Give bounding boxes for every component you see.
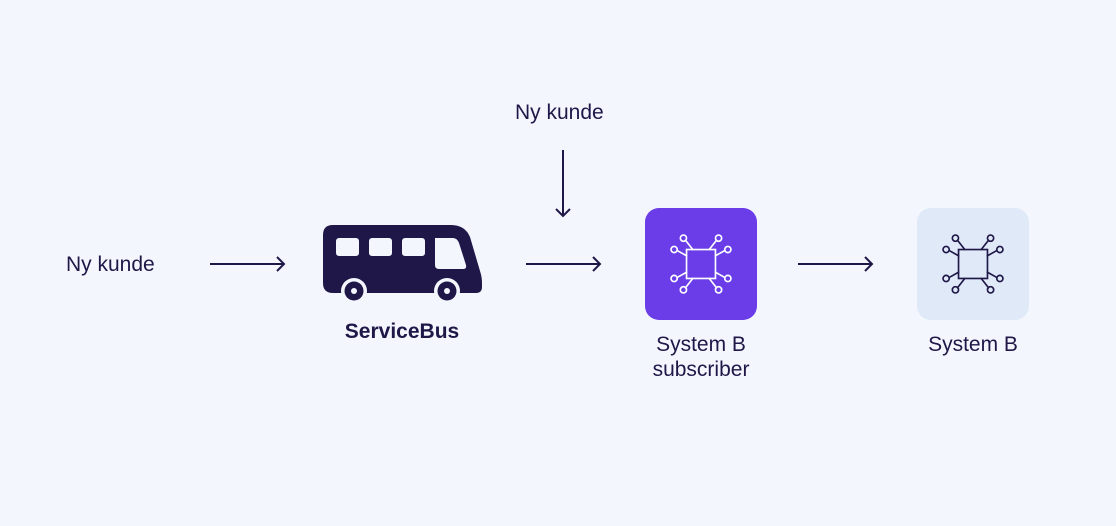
arrow-bus-to-subscriber [526,256,602,272]
subscriber-label-line1: System B [656,333,746,356]
circuit-chip-icon [670,234,732,294]
circuit-chip-icon [942,234,1004,294]
arrow-source-to-bus [210,256,286,272]
system-b-tile [917,208,1029,320]
arrow-incoming-down [555,150,571,218]
arrow-subscriber-to-system-b [798,256,874,272]
subscriber-label: System B subscriber [653,332,750,382]
system-b-label: System B [928,333,1018,356]
subscriber-tile [645,208,757,320]
incoming-label: Ny kunde [515,101,604,124]
source-label: Ny kunde [66,253,155,276]
subscriber-label-line2: subscriber [652,358,750,381]
bus-icon [323,225,482,303]
servicebus-label: ServiceBus [344,320,460,343]
